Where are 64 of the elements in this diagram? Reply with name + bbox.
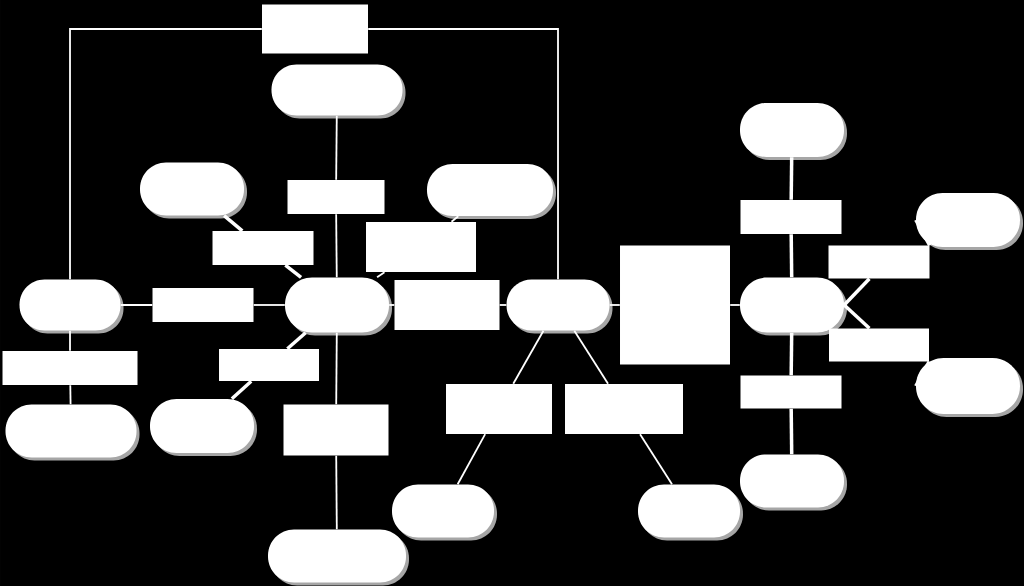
connector-line bbox=[335, 213, 338, 279]
connector-line bbox=[69, 329, 71, 352]
connector-line bbox=[914, 219, 932, 247]
connector-line bbox=[69, 28, 263, 281]
connector-line bbox=[286, 331, 307, 351]
connector-line bbox=[252, 304, 286, 306]
oval-node bbox=[740, 103, 847, 160]
connector-line bbox=[230, 379, 253, 401]
connector-line bbox=[335, 454, 338, 531]
oval-node bbox=[285, 277, 392, 336]
connector-line bbox=[843, 303, 871, 330]
box-node bbox=[152, 288, 254, 322]
oval-node bbox=[268, 529, 409, 586]
box-node bbox=[394, 280, 500, 330]
oval-node bbox=[638, 484, 743, 541]
connector-line bbox=[789, 332, 794, 376]
connector-line bbox=[119, 304, 154, 306]
connector-line bbox=[69, 384, 72, 406]
box-node bbox=[219, 349, 319, 381]
box-node bbox=[740, 375, 842, 409]
box-node bbox=[262, 4, 368, 54]
connector-line bbox=[376, 271, 386, 279]
connector-line bbox=[789, 408, 794, 455]
oval-node bbox=[5, 404, 140, 461]
oval-node bbox=[916, 358, 1023, 417]
connector-line bbox=[335, 114, 338, 181]
connector-line bbox=[284, 263, 303, 279]
connector-line bbox=[914, 360, 931, 387]
connector-line bbox=[789, 234, 794, 278]
connector-line bbox=[367, 28, 559, 281]
connector-line bbox=[450, 215, 460, 223]
connector-line bbox=[335, 331, 338, 406]
oval-node bbox=[740, 454, 847, 511]
box-node bbox=[828, 245, 930, 279]
oval-node bbox=[916, 193, 1023, 250]
box-node bbox=[446, 384, 552, 434]
box-node bbox=[2, 351, 138, 385]
oval-node bbox=[150, 399, 257, 456]
connector-line bbox=[729, 304, 741, 306]
oval-node bbox=[271, 64, 406, 119]
connector-line bbox=[512, 329, 545, 385]
box-node bbox=[287, 180, 385, 214]
oval-node bbox=[506, 279, 613, 334]
connector-line bbox=[608, 304, 621, 306]
connector-line bbox=[388, 304, 396, 306]
connector-line bbox=[456, 433, 487, 486]
oval-node bbox=[140, 162, 247, 219]
box-node bbox=[212, 231, 314, 265]
oval-node bbox=[19, 279, 124, 334]
connector-line bbox=[639, 433, 673, 486]
box-node bbox=[565, 384, 683, 434]
connector-line bbox=[223, 214, 244, 233]
box-node bbox=[829, 328, 929, 362]
connector-line bbox=[842, 277, 871, 307]
connector-line bbox=[573, 329, 609, 385]
oval-node bbox=[392, 484, 497, 541]
connector-line bbox=[789, 157, 794, 200]
connector-line bbox=[498, 304, 508, 306]
box-node bbox=[740, 200, 842, 234]
box-node bbox=[620, 245, 730, 365]
box-node bbox=[283, 404, 389, 456]
oval-node bbox=[427, 164, 556, 219]
oval-node bbox=[740, 277, 847, 336]
box-node bbox=[366, 222, 476, 272]
